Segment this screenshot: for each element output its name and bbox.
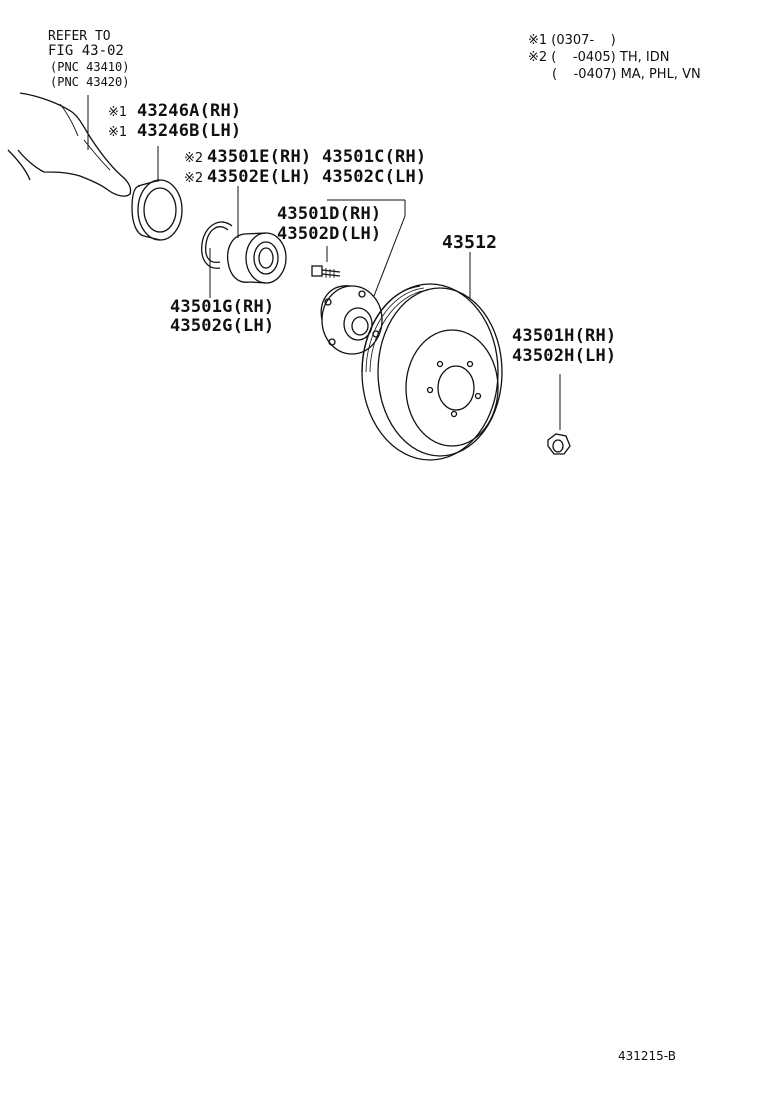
note-3: ( -0407) MA, PHL, VN	[552, 67, 701, 82]
p2-mark: ※2	[184, 151, 204, 166]
reference-line-1: REFER TO	[48, 29, 111, 44]
bearing-part	[226, 232, 287, 284]
part-43512: 43512	[442, 232, 498, 253]
note-1: ※1 (0307- )	[528, 33, 616, 48]
p1-mark: ※1	[108, 105, 128, 120]
figure-code: 431215-B	[618, 1049, 676, 1063]
reference-line-2: FIG 43-02	[48, 43, 124, 59]
part-43501c-rh: 43501C(RH)	[322, 147, 427, 167]
part-43501d-rh: 43501D(RH)	[277, 204, 382, 224]
hub-bolt-part	[311, 265, 341, 278]
part-43501e-rh: 43501E(RH)	[207, 147, 312, 167]
p2b-mark: ※2	[184, 171, 204, 186]
part-43246a-rh: 43246A(RH)	[137, 101, 242, 121]
axle-hub-part	[320, 285, 383, 355]
part-43502h-lh: 43502H(LH)	[512, 346, 617, 366]
part-43246b-lh: 43246B(LH)	[137, 121, 242, 141]
disc-rotor-part	[361, 283, 503, 461]
part-43502d-lh: 43502D(LH)	[277, 224, 382, 244]
dust-deflector-part	[131, 179, 183, 241]
reference-line-3: (PNC 43410)	[50, 60, 130, 74]
note-2: ※2 ( -0405) TH, IDN	[528, 50, 670, 65]
pointing-hand-icon	[7, 92, 132, 197]
part-43501g-rh: 43501G(RH)	[170, 297, 275, 317]
part-43502c-lh: 43502C(LH)	[322, 167, 427, 187]
snap-ring-part	[201, 221, 233, 269]
part-43502e-lh: 43502E(LH)	[207, 167, 312, 187]
part-43502g-lh: 43502G(LH)	[170, 316, 275, 336]
hub-nut-part	[547, 433, 571, 455]
part-43501h-rh: 43501H(RH)	[512, 326, 617, 346]
reference-line-4: (PNC 43420)	[50, 75, 130, 89]
p1b-mark: ※1	[108, 125, 128, 140]
